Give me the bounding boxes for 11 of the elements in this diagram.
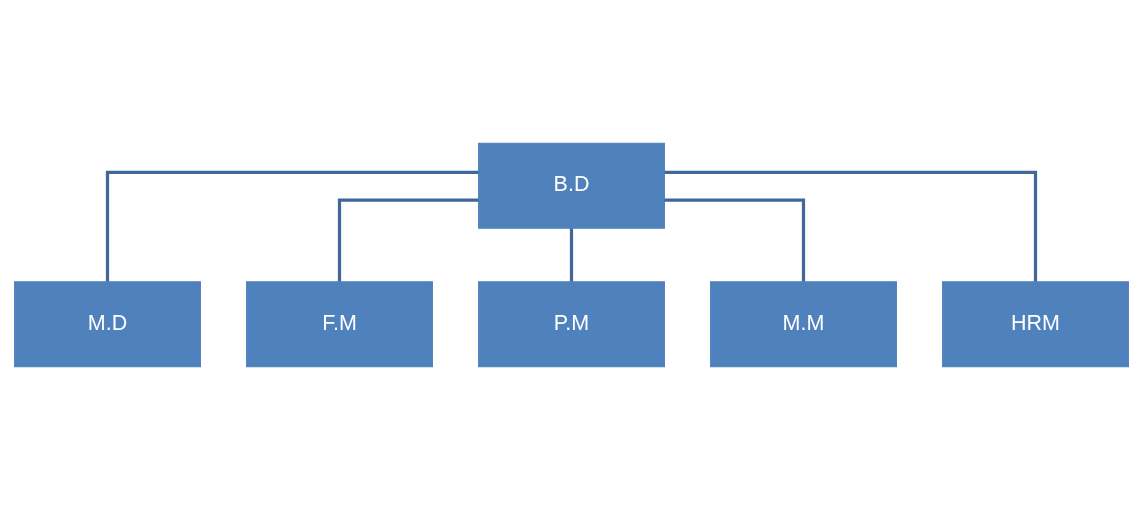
connector <box>664 170 1038 282</box>
node-box: B.D <box>478 142 665 229</box>
connector <box>664 198 806 282</box>
node-box: M.D <box>14 281 201 368</box>
node-box: F.M <box>246 281 433 368</box>
node-box: P.M <box>478 281 665 368</box>
node-box: HRM <box>942 281 1129 368</box>
connector <box>105 170 479 282</box>
connector <box>337 198 479 282</box>
node-box: M.M <box>710 281 897 368</box>
connector <box>569 228 574 282</box>
